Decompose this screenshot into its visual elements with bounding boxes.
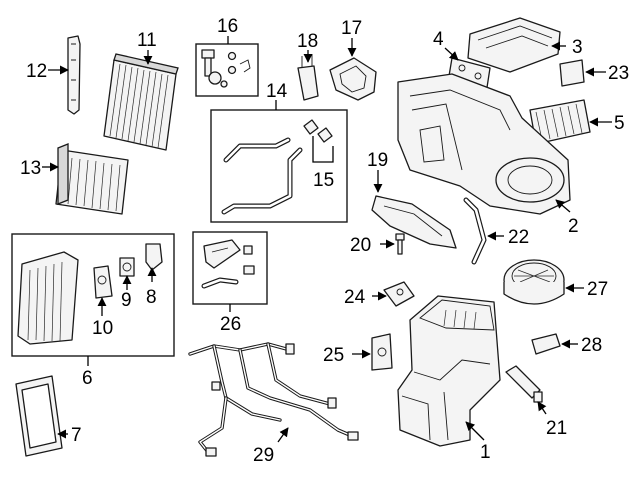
part-1-lower-housing bbox=[397, 295, 501, 447]
callout-20: 20 bbox=[350, 235, 371, 256]
callout-3: 3 bbox=[572, 37, 583, 58]
part-26-bracket bbox=[201, 239, 255, 289]
part-15-connectors bbox=[303, 119, 334, 163]
callout-12: 12 bbox=[26, 61, 47, 82]
part-29-wiring-harness bbox=[188, 342, 359, 457]
part-23-motor bbox=[559, 59, 585, 87]
callout-13: 13 bbox=[20, 158, 41, 179]
callout-2: 2 bbox=[568, 216, 579, 237]
callout-28: 28 bbox=[581, 335, 602, 356]
callout-14: 14 bbox=[266, 81, 288, 102]
callout-29: 29 bbox=[253, 445, 274, 466]
callout-24: 24 bbox=[344, 287, 366, 308]
callout-19: 19 bbox=[367, 150, 388, 171]
callout-6: 6 bbox=[82, 368, 93, 389]
part-28-sensor bbox=[531, 333, 561, 355]
part-20-screw bbox=[395, 233, 405, 255]
callout-7: 7 bbox=[71, 425, 82, 446]
part-8-sensor bbox=[145, 243, 163, 271]
group-box-14 bbox=[210, 109, 348, 223]
callout-10: 10 bbox=[92, 318, 113, 339]
part-6-evaporator-kit bbox=[17, 251, 79, 345]
group-box-16 bbox=[195, 43, 259, 97]
part-16-fittings bbox=[201, 49, 251, 88]
part-11-evaporator bbox=[103, 53, 179, 151]
part-5-cabin-filter bbox=[529, 99, 591, 145]
part-12-bracket bbox=[67, 35, 81, 115]
part-25-actuator bbox=[371, 333, 393, 371]
callout-4: 4 bbox=[433, 29, 444, 50]
part-7-seal-frame bbox=[15, 375, 63, 457]
leader-lines bbox=[42, 36, 612, 443]
callout-15: 15 bbox=[313, 170, 334, 191]
group-box-6 bbox=[11, 233, 175, 357]
callout-26: 26 bbox=[220, 314, 241, 335]
part-13-heater-core bbox=[55, 143, 129, 215]
part-18-sensor bbox=[297, 54, 319, 101]
part-9-seal bbox=[119, 257, 135, 277]
part-2-upper-housing bbox=[397, 73, 571, 215]
callout-labels: 1 2 3 4 5 6 7 8 9 10 11 12 13 14 15 16 1… bbox=[20, 16, 629, 466]
callout-5: 5 bbox=[614, 113, 625, 134]
part-3-upper-duct bbox=[467, 17, 561, 73]
callout-8: 8 bbox=[146, 287, 157, 308]
part-14-hose-assembly bbox=[221, 137, 303, 215]
callout-25: 25 bbox=[323, 345, 344, 366]
callout-9: 9 bbox=[121, 290, 132, 311]
callout-17: 17 bbox=[341, 18, 362, 39]
part-27-blower-motor bbox=[503, 259, 565, 305]
callout-11: 11 bbox=[137, 30, 157, 51]
part-17-gasket bbox=[329, 57, 377, 101]
part-24-actuator bbox=[383, 281, 415, 307]
part-10-valve bbox=[93, 265, 113, 299]
callout-23: 23 bbox=[608, 63, 629, 84]
callout-16: 16 bbox=[217, 16, 238, 37]
part-19-duct bbox=[371, 195, 457, 249]
callout-27: 27 bbox=[587, 279, 608, 300]
part-22-drain-tube bbox=[463, 197, 487, 265]
part-21-sensor bbox=[505, 365, 543, 403]
callout-1: 1 bbox=[480, 442, 491, 463]
callout-22: 22 bbox=[508, 227, 529, 248]
callout-21: 21 bbox=[546, 418, 567, 439]
callout-18: 18 bbox=[297, 31, 318, 52]
